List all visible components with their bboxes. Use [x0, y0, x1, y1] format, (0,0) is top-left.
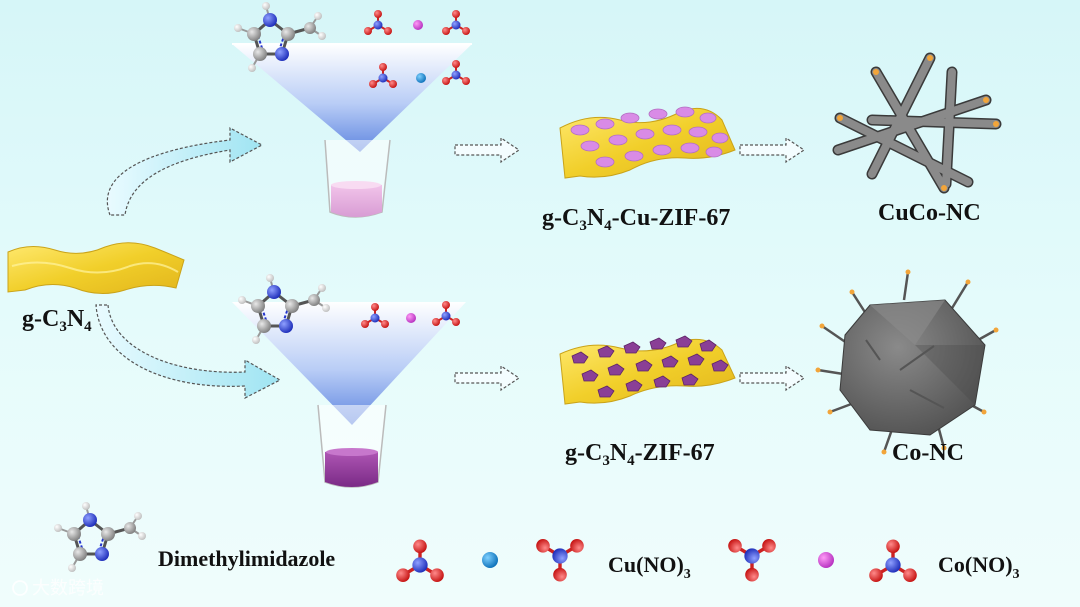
legend-co-ion-icon — [818, 552, 834, 568]
watermark-logo-icon — [12, 580, 28, 596]
arrow-bottom-1 — [454, 365, 520, 391]
funnel-top — [232, 43, 472, 152]
funnel-bottom — [232, 302, 466, 425]
legend-nitrate-icon-2 — [536, 539, 584, 582]
arrow-top-2 — [739, 137, 805, 163]
zif-sheet — [559, 335, 736, 405]
beaker-top — [324, 139, 391, 218]
label-g-c3n4: g-C3N4 — [22, 306, 92, 335]
nitrate-top-1 — [363, 9, 393, 36]
nitrate-top-2 — [441, 9, 471, 36]
co-ion-top — [413, 20, 423, 30]
legend-nitrate-icon-1 — [396, 539, 444, 582]
co-ion-bottom — [406, 313, 416, 323]
arrow-bottom-2 — [739, 365, 805, 391]
co-nc-polyhedron — [815, 269, 999, 455]
legend: Dimethylimidazole Cu(NO)3 — [52, 500, 1020, 582]
cu-zif-sheet — [559, 106, 736, 179]
label-co-nc: Co-NC — [892, 440, 964, 466]
label-cu-zif: g-C3N4-Cu-ZIF-67 — [542, 205, 730, 234]
cuco-nc-rods — [832, 52, 1002, 194]
legend-cu-no3: Cu(NO)3 — [608, 552, 691, 582]
legend-nitrate-icon-4 — [869, 539, 917, 582]
watermark: 大数跨境 — [12, 578, 104, 599]
cu-ion-top — [416, 73, 426, 83]
legend-nitrate-icon-3 — [728, 539, 776, 582]
curved-arrow-up — [106, 127, 264, 216]
legend-cu-ion-icon — [482, 552, 498, 568]
legend-co-no3: Co(NO)3 — [938, 552, 1020, 582]
beaker-bottom — [317, 404, 387, 488]
label-cuco-nc: CuCo-NC — [878, 200, 981, 226]
arrow-top-1 — [454, 137, 520, 163]
label-zif: g-C3N4-ZIF-67 — [565, 440, 715, 469]
g-c3n4-sheet — [7, 242, 185, 294]
curved-arrow-down — [95, 304, 282, 399]
watermark-text: 大数跨境 — [32, 578, 104, 599]
legend-dimethylimidazole: Dimethylimidazole — [158, 546, 335, 571]
legend-imidazole-icon — [52, 500, 148, 574]
